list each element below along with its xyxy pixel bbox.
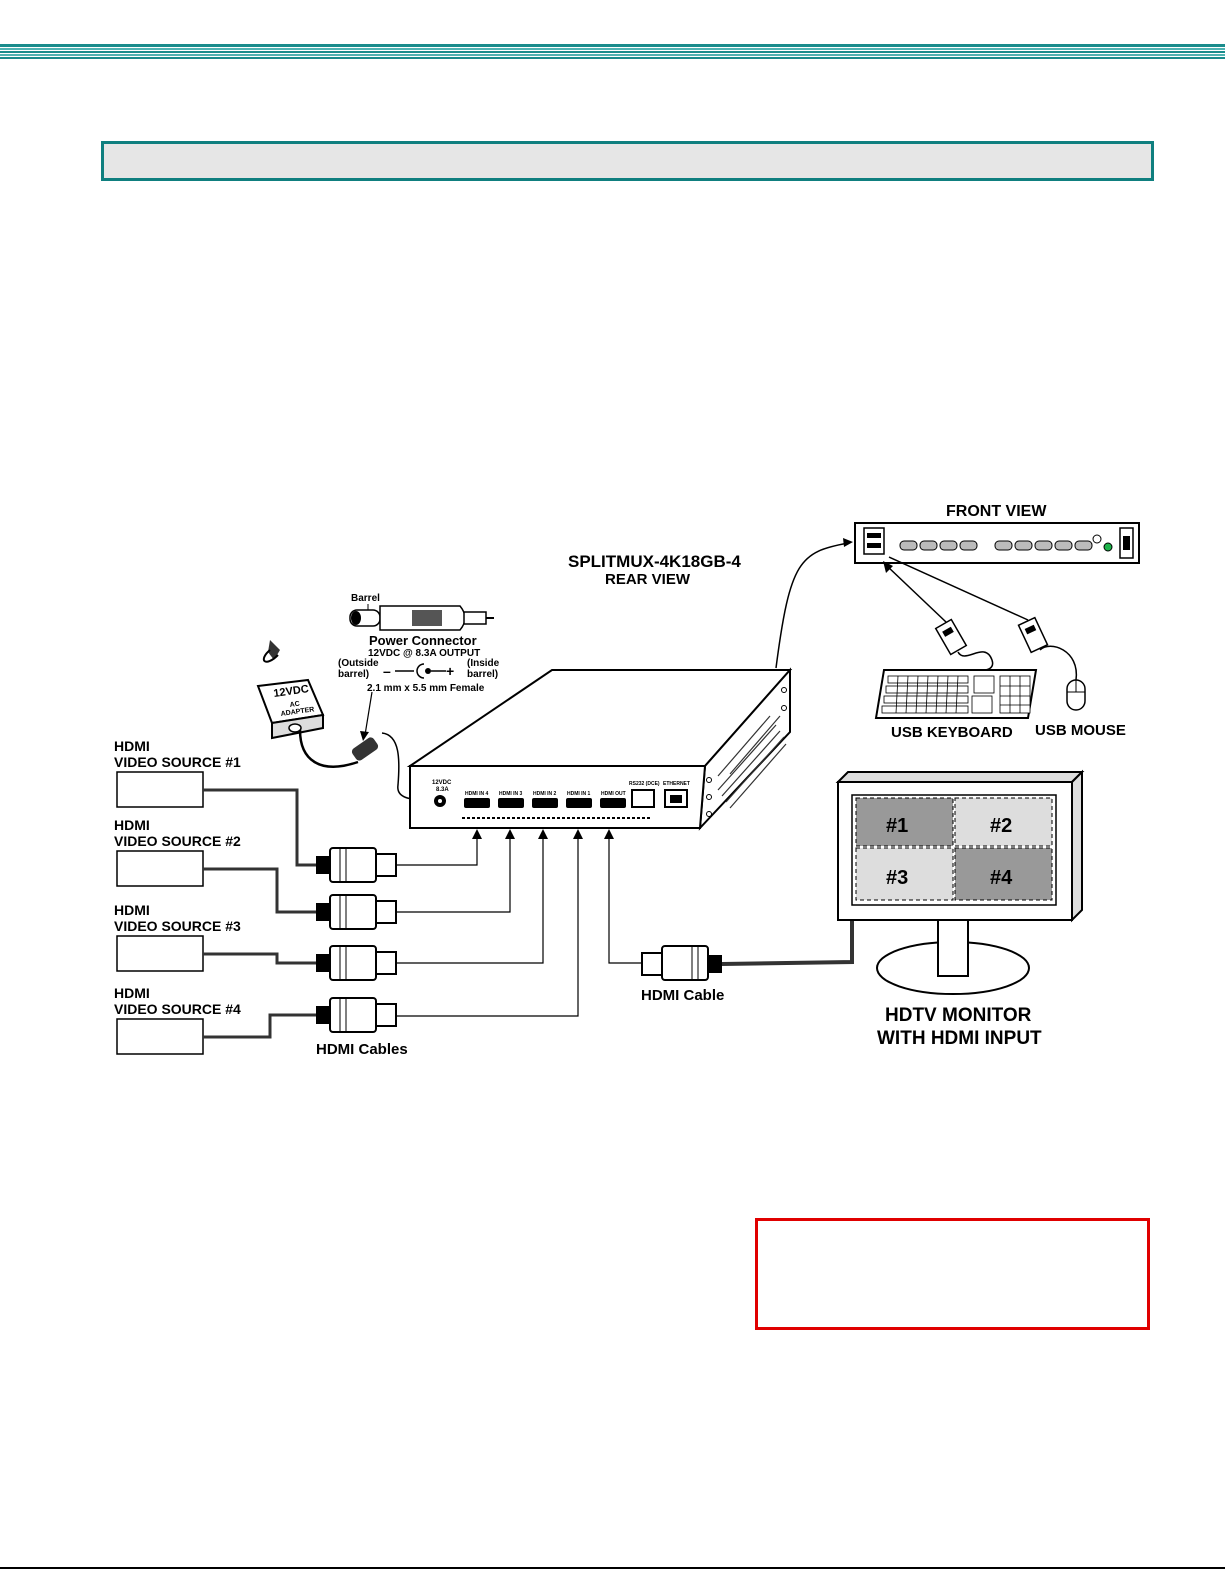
source-2-label: VIDEO SOURCE #2: [114, 833, 241, 849]
hdmi-plug-icon: [316, 894, 397, 930]
source-4-label: HDMI: [114, 985, 150, 1001]
source-4-label: VIDEO SOURCE #4: [114, 1001, 241, 1017]
hdmi-port-icon: [464, 798, 490, 808]
keyboard-icon: [874, 669, 1038, 719]
adapter-voltage-label: 12VDC: [273, 683, 310, 700]
source-2: HDMI VIDEO SOURCE #2: [114, 817, 241, 887]
rear-view-label: REAR VIEW: [605, 571, 691, 588]
hdmi-plug-icon: [641, 945, 722, 981]
hdmi-in-1-label: HDMI IN 1: [567, 791, 591, 797]
barrel-label: Barrel: [351, 593, 380, 604]
hdmi-plug-icon: [316, 945, 397, 981]
power-plug-icon: [351, 737, 379, 761]
device-name-label: SPLITMUX-4K18GB-4: [568, 552, 741, 571]
usb-plug-icon: [1017, 616, 1049, 654]
note-box: [755, 1218, 1150, 1330]
hdmi-cables-label: HDMI Cables: [316, 1041, 408, 1058]
ac-adapter-icon: [256, 640, 325, 740]
rear-power-label: 12VDC: [432, 780, 452, 786]
outside-barrel-label: barrel): [338, 669, 369, 680]
plus-sign: +: [446, 663, 454, 679]
ethernet-label: ETHERNET: [663, 781, 690, 787]
hdmi-port-icon: [498, 798, 524, 808]
quadrant-1-label: #1: [886, 815, 908, 837]
connector-size-label: 2.1 mm x 5.5 mm Female: [367, 683, 485, 694]
barrel-plug-icon: [349, 604, 494, 631]
hdmi-cable-label: HDMI Cable: [641, 987, 724, 1004]
hdmi-out-label: HDMI OUT: [601, 791, 626, 797]
hdmi-in-3-label: HDMI IN 3: [499, 791, 523, 797]
quadrant-4-label: #4: [990, 867, 1013, 889]
hdmi-port-icon: [600, 798, 626, 808]
adapter-label: ADAPTER: [280, 706, 314, 718]
source-1-label: VIDEO SOURCE #1: [114, 754, 241, 770]
hdmi-port-icon: [532, 798, 558, 808]
usb-mouse-cable: [888, 556, 1077, 681]
hdmi-port-labels: HDMI IN 4 HDMI IN 3 HDMI IN 2 HDMI IN 1 …: [465, 791, 626, 797]
adapter-label: AC: [289, 701, 300, 709]
hdmi-plug-icon: [316, 997, 397, 1033]
usb-plug-icon: [934, 618, 968, 656]
footer-rule: [0, 1567, 1225, 1569]
usb-keyboard-cable: [885, 564, 994, 673]
rs232-port-icon: [631, 789, 655, 808]
mouse-icon: [1066, 679, 1086, 711]
front-view-label: FRONT VIEW: [946, 503, 1047, 520]
source-1-label: HDMI: [114, 738, 150, 754]
source-1: HDMI VIDEO SOURCE #1: [114, 738, 241, 808]
minus-sign: –: [383, 663, 391, 679]
hdmi-in-4-label: HDMI IN 4: [465, 791, 489, 797]
monitor-icon: [835, 769, 1085, 995]
header-rule: [0, 44, 1225, 59]
source-4: HDMI VIDEO SOURCE #4: [114, 985, 241, 1055]
source-2-label: HDMI: [114, 817, 150, 833]
hdmi-port-icon: [566, 798, 592, 808]
source-3-label: HDMI: [114, 902, 150, 918]
quadrant-3-label: #3: [886, 867, 908, 889]
power-connector-label: Power Connector: [369, 633, 477, 648]
quadrant-2-label: #2: [990, 815, 1012, 837]
monitor-label: WITH HDMI INPUT: [877, 1028, 1042, 1049]
front-view-unit: [854, 522, 1140, 564]
power-output-label: 12VDC @ 8.3A OUTPUT: [368, 648, 480, 659]
splitmux-unit: 12VDC 8.3A HDMI IN 4 HDMI IN 3 HDMI IN 2…: [406, 667, 793, 831]
monitor-label: HDTV MONITOR: [885, 1005, 1032, 1026]
usb-keyboard-label: USB KEYBOARD: [891, 724, 1013, 741]
inside-barrel-label: (Inside: [467, 658, 500, 669]
rear-power-label: 8.3A: [436, 787, 449, 793]
polarity-symbol: – +: [383, 663, 454, 679]
inside-barrel-label: barrel): [467, 669, 498, 680]
hdmi-in-2-label: HDMI IN 2: [533, 791, 557, 797]
outside-barrel-label: (Outside: [338, 658, 379, 669]
usb-mouse-label: USB MOUSE: [1035, 722, 1126, 739]
source-3: HDMI VIDEO SOURCE #3: [114, 902, 241, 972]
rs232-label: RS232 (DCE): [629, 781, 660, 787]
source-3-label: VIDEO SOURCE #3: [114, 918, 241, 934]
hdmi-plug-icon: [316, 847, 397, 883]
section-heading-bar: [101, 141, 1154, 181]
